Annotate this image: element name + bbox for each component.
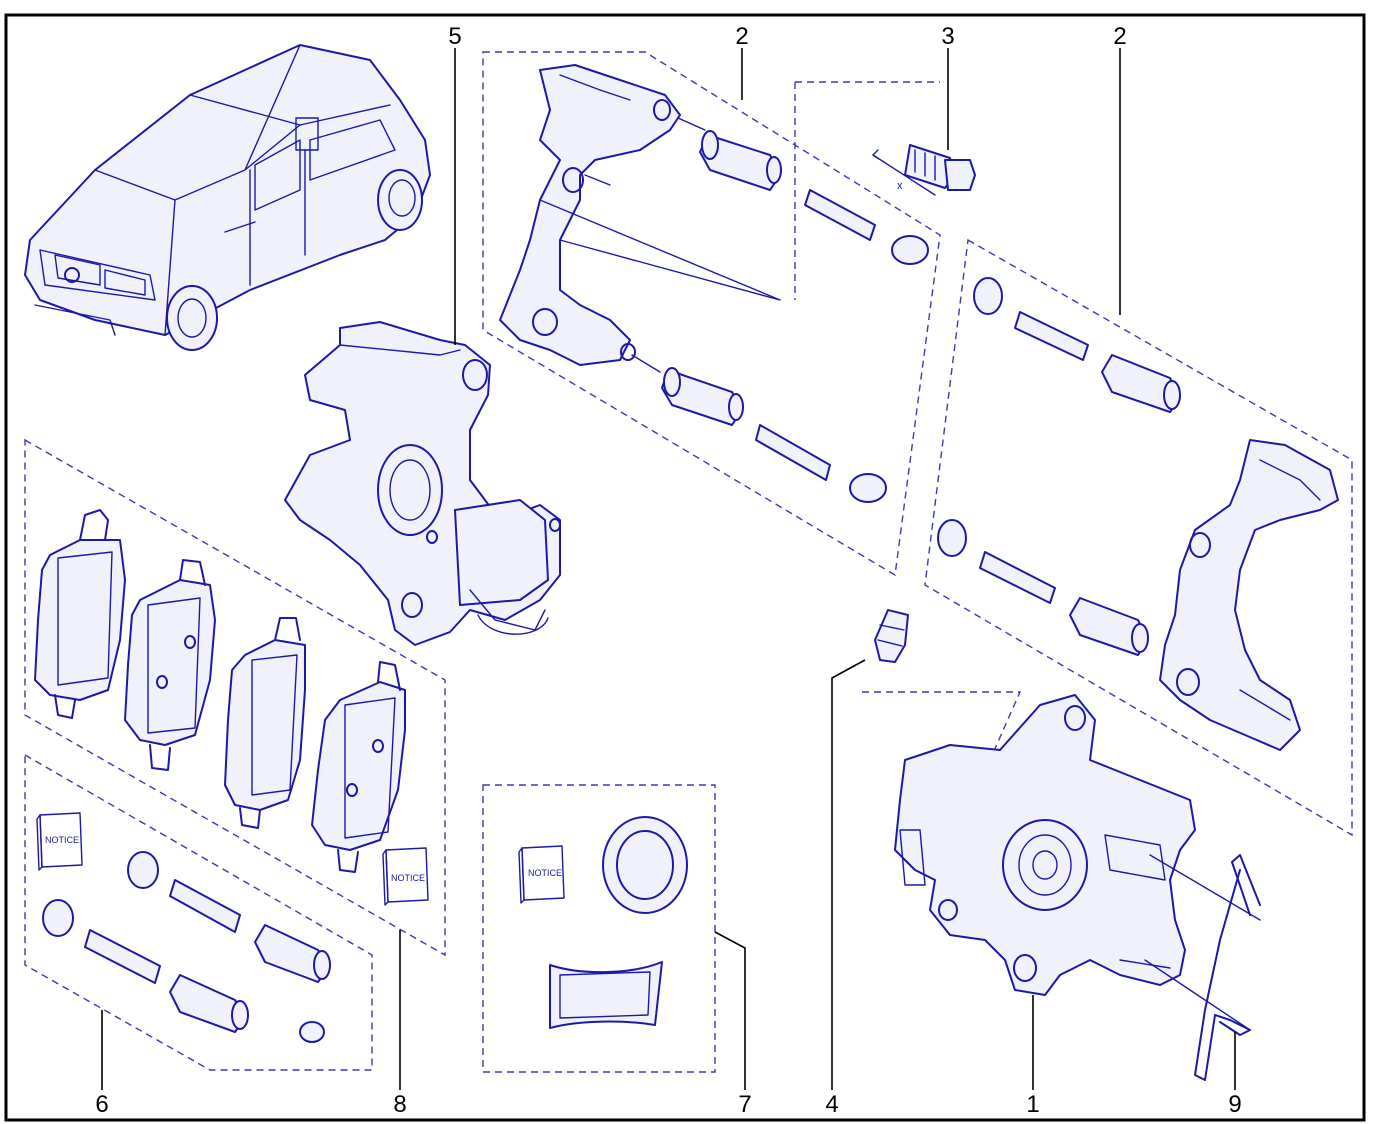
callout-5: 5	[448, 23, 461, 50]
notice-label-7: NOTICE	[528, 868, 562, 878]
guide-kit-6: NOTICE	[24, 753, 373, 1071]
bleed-screw-4	[862, 609, 1022, 761]
callout-6: 6	[95, 1091, 108, 1118]
carrier-kit-2-top	[482, 51, 941, 577]
notice-label-8: NOTICE	[391, 873, 425, 883]
callout-7: 7	[738, 1091, 751, 1118]
seal-kit-7: NOTICE	[482, 784, 716, 1073]
diagram-frame	[4, 13, 1366, 1122]
callout-4: 4	[825, 1091, 838, 1118]
callout-1: 1	[1026, 1091, 1039, 1118]
callout-3: 3	[941, 23, 954, 50]
callout-2-right: 2	[1113, 23, 1126, 50]
brake-pads-kit-8: NOTICE	[24, 438, 446, 957]
leader-lines	[101, 48, 1236, 1090]
callout-2-top: 2	[735, 23, 748, 50]
caliper-bolt-3: x	[872, 144, 976, 196]
carrier-kit-2-right	[924, 238, 1353, 837]
callout-9: 9	[1228, 1091, 1241, 1118]
spring-clip-9	[1194, 854, 1261, 1081]
caliper-assembly-1	[894, 694, 1261, 1031]
car-illustration	[24, 44, 431, 351]
dimension-label: x	[897, 180, 903, 192]
caliper-assembly-5	[284, 321, 561, 646]
callout-8: 8	[393, 1091, 406, 1118]
notice-label-6: NOTICE	[45, 835, 79, 845]
